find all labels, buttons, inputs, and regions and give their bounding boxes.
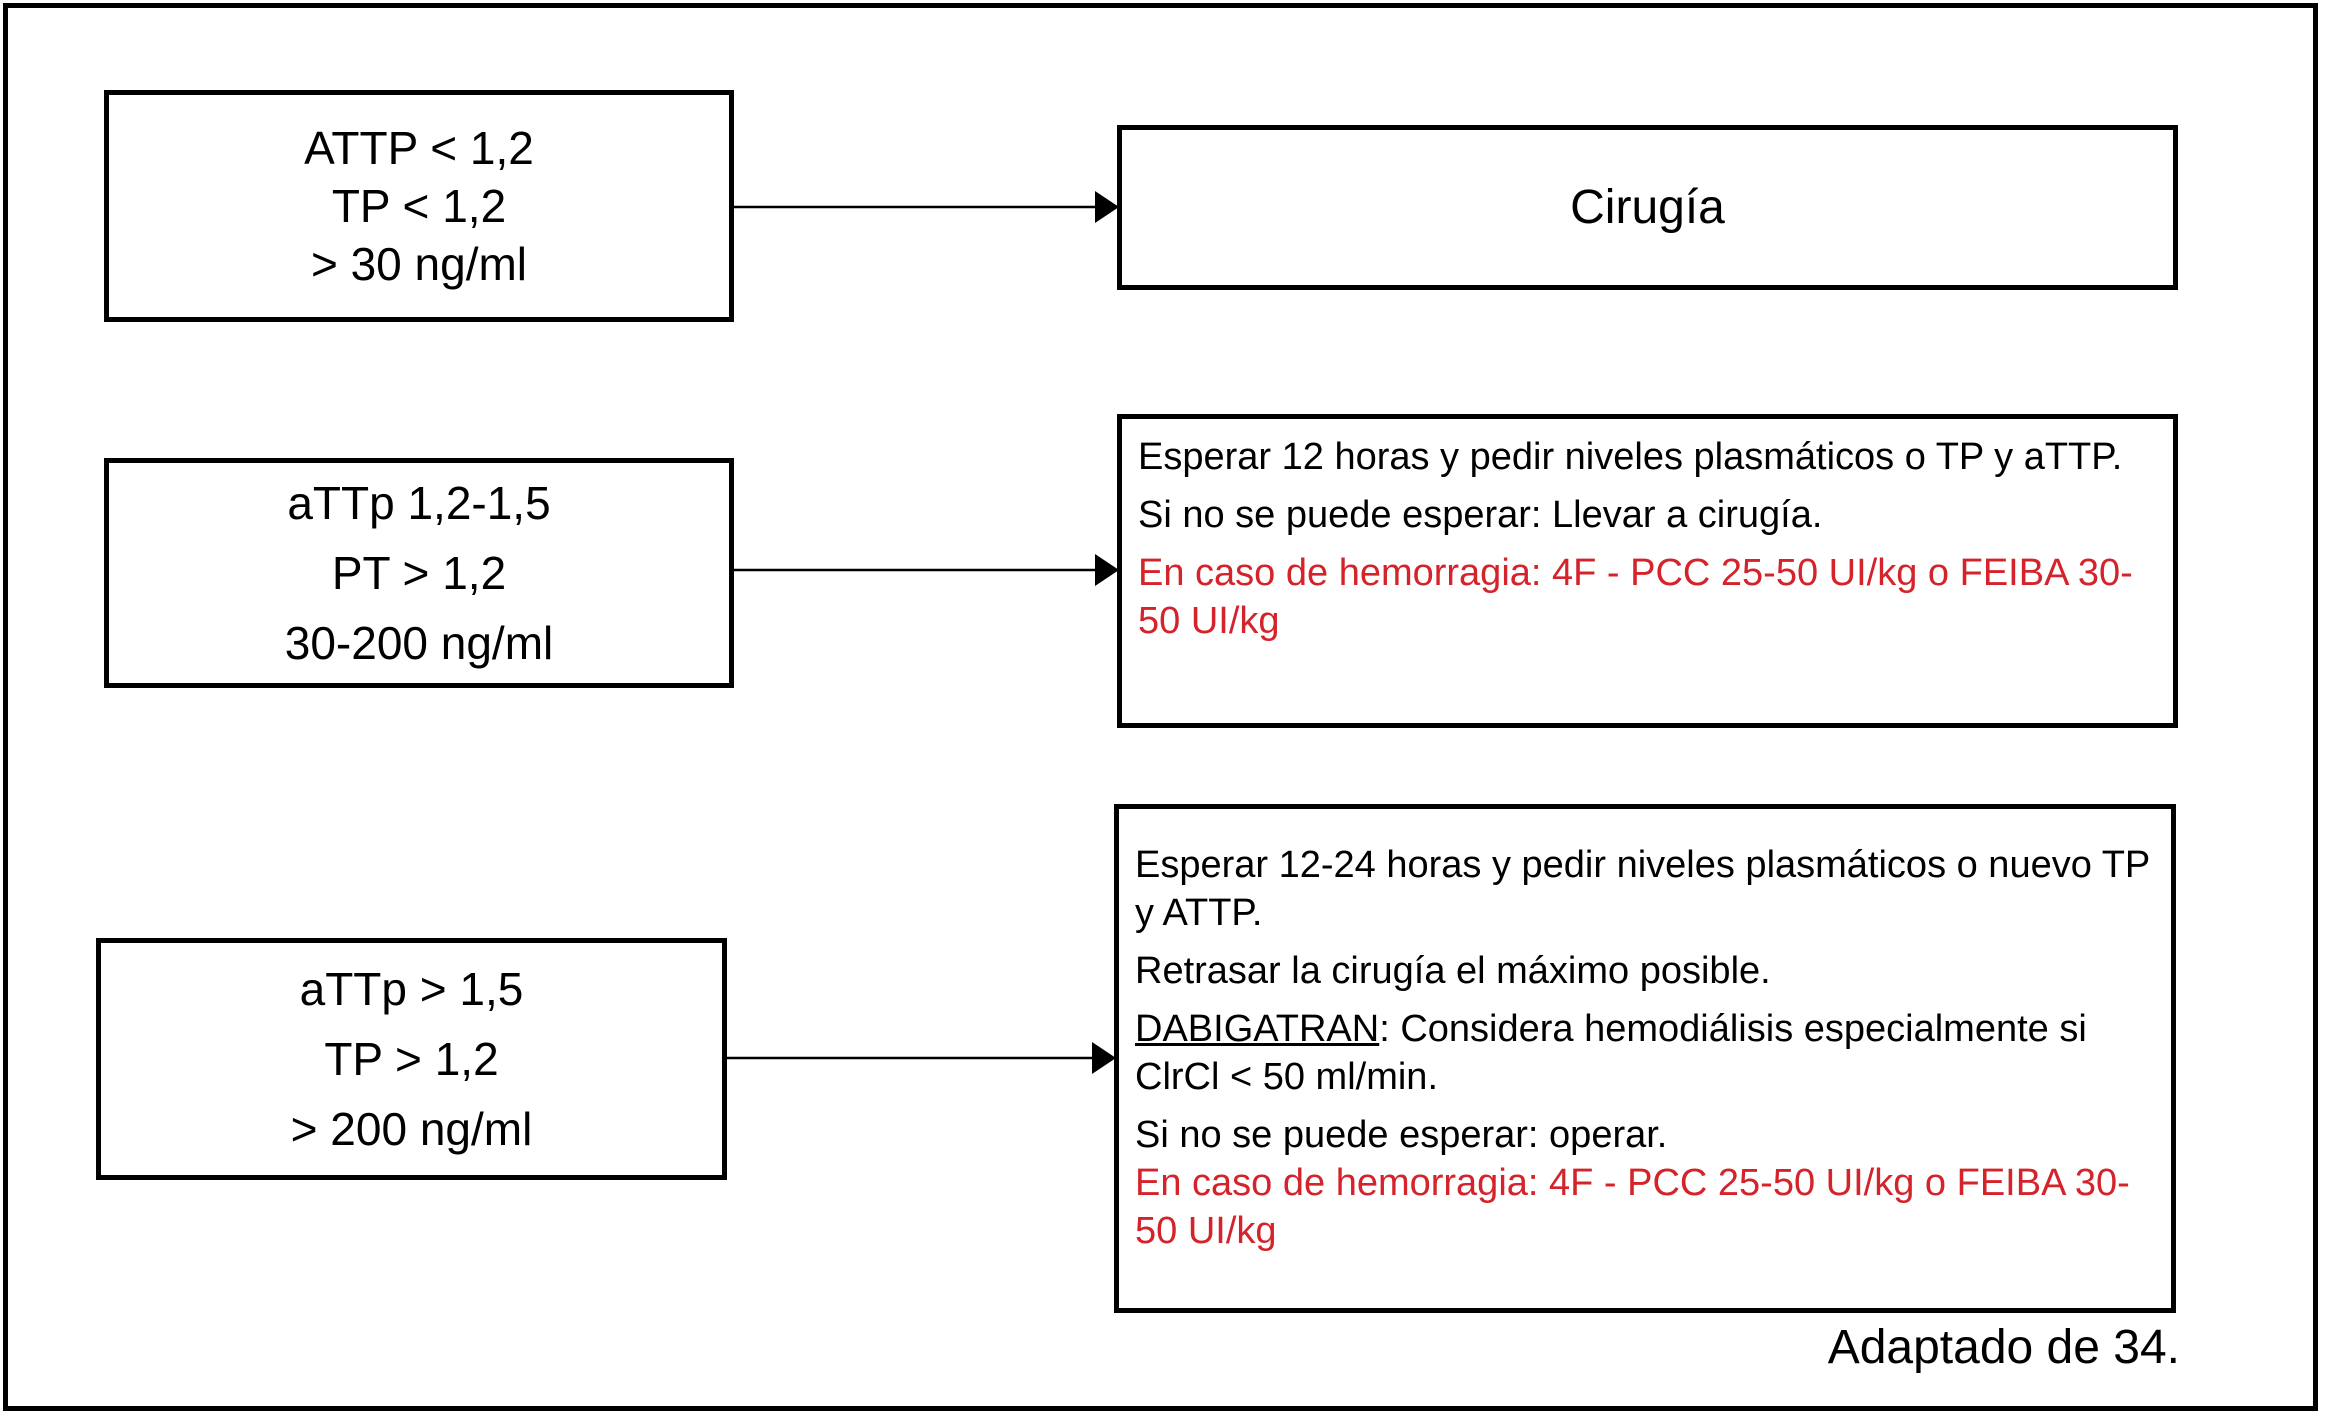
action-text: DABIGATRAN: Considera hemodiálisis espec…: [1135, 1005, 2151, 1101]
action-box-2: Esperar 12 horas y pedir niveles plasmát…: [1117, 414, 2178, 728]
condition-line: > 30 ng/ml: [310, 238, 528, 290]
action-text: Retrasar la cirugía el máximo posible.: [1135, 950, 1771, 992]
condition-line: ATTP < 1,2: [304, 122, 534, 174]
action-box-3: Esperar 12-24 horas y pedir niveles plas…: [1114, 804, 2176, 1313]
action-box-1: Cirugía: [1117, 125, 2178, 290]
arrow-2: [734, 554, 1119, 586]
condition-line: TP > 1,2: [324, 1033, 499, 1085]
action-text: Esperar 12 horas y pedir niveles plasmát…: [1138, 436, 2123, 478]
arrow-1: [734, 191, 1119, 223]
drug-label: DABIGATRAN: [1135, 1008, 1380, 1050]
condition-line: aTTp > 1,5: [299, 963, 524, 1015]
condition-line: 30-200 ng/ml: [284, 617, 554, 669]
condition-line: PT > 1,2: [331, 547, 507, 599]
condition-line: TP < 1,2: [331, 180, 507, 232]
drug-note: : Considera hemodiálisis especialmente s…: [1135, 1008, 2087, 1098]
hemorrhage-text: En caso de hemorragia: 4F - PCC 25-50 UI…: [1135, 1162, 2130, 1252]
action-title: Cirugía: [1570, 181, 1725, 234]
condition-line: aTTp 1,2-1,5: [287, 477, 551, 529]
condition-box-2: aTTp 1,2-1,5 PT > 1,2 30-200 ng/ml: [104, 458, 734, 688]
action-text: Esperar 12-24 horas y pedir niveles plas…: [1135, 844, 2150, 934]
action-text: Si no se puede esperar: Llevar a cirugía…: [1138, 494, 1823, 536]
condition-box-1: ATTP < 1,2 TP < 1,2 > 30 ng/ml: [104, 90, 734, 322]
action-text: Si no se puede esperar: operar.: [1135, 1114, 1668, 1156]
arrow-3: [727, 1042, 1116, 1074]
hemorrhage-text: En caso de hemorragia: 4F - PCC 25-50 UI…: [1138, 552, 2133, 642]
source-footnote: Adaptado de 34.: [1827, 1321, 2180, 1374]
diagram-frame: [3, 3, 2318, 1411]
condition-line: > 200 ng/ml: [290, 1103, 533, 1155]
condition-box-3: aTTp > 1,5 TP > 1,2 > 200 ng/ml: [96, 938, 727, 1180]
